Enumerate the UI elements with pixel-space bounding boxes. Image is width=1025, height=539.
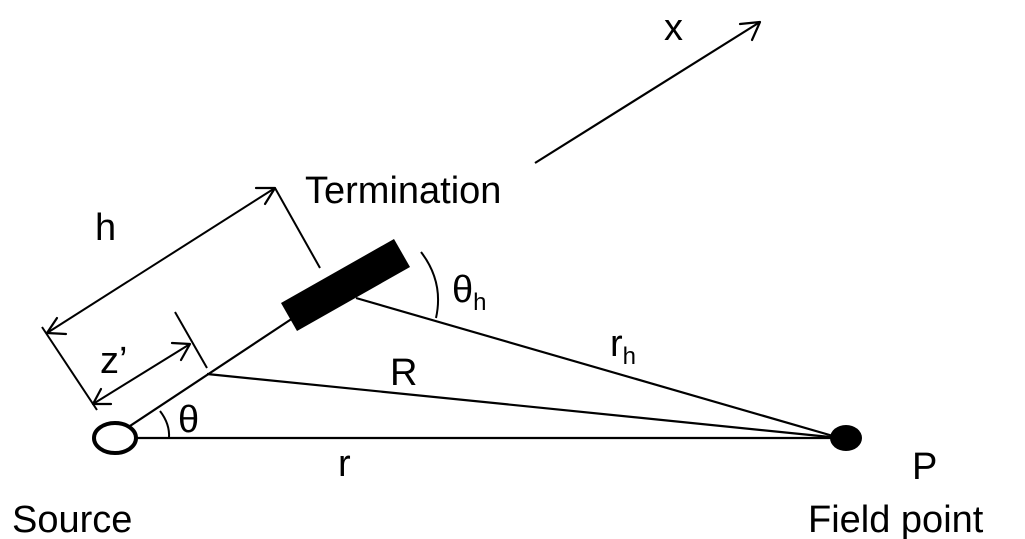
theta-arc xyxy=(159,410,171,439)
theta-h-arc xyxy=(420,251,440,319)
antenna-wire xyxy=(126,317,294,429)
x-axis-arrow xyxy=(534,20,762,164)
R-line xyxy=(206,372,841,440)
z-prime-dimension xyxy=(91,311,208,406)
r-h-line xyxy=(355,296,841,440)
field-point-dot xyxy=(830,425,862,451)
source-label: Source xyxy=(12,499,132,539)
P-label: P xyxy=(912,446,937,488)
z-prime-label: z’ xyxy=(100,340,127,382)
h-label: h xyxy=(95,207,116,249)
source-circle xyxy=(92,421,138,455)
r-label: r xyxy=(338,443,351,485)
termination-block xyxy=(281,239,410,331)
r-h-label: rh xyxy=(610,323,636,370)
x-axis-label: x xyxy=(664,7,683,49)
termination-label: Termination xyxy=(305,170,501,212)
theta-h-label: θh xyxy=(452,269,487,316)
h-dimension xyxy=(41,186,321,411)
R-label: R xyxy=(390,352,417,394)
theta-label: θ xyxy=(178,399,199,441)
field-point-label: Field point xyxy=(808,499,984,539)
